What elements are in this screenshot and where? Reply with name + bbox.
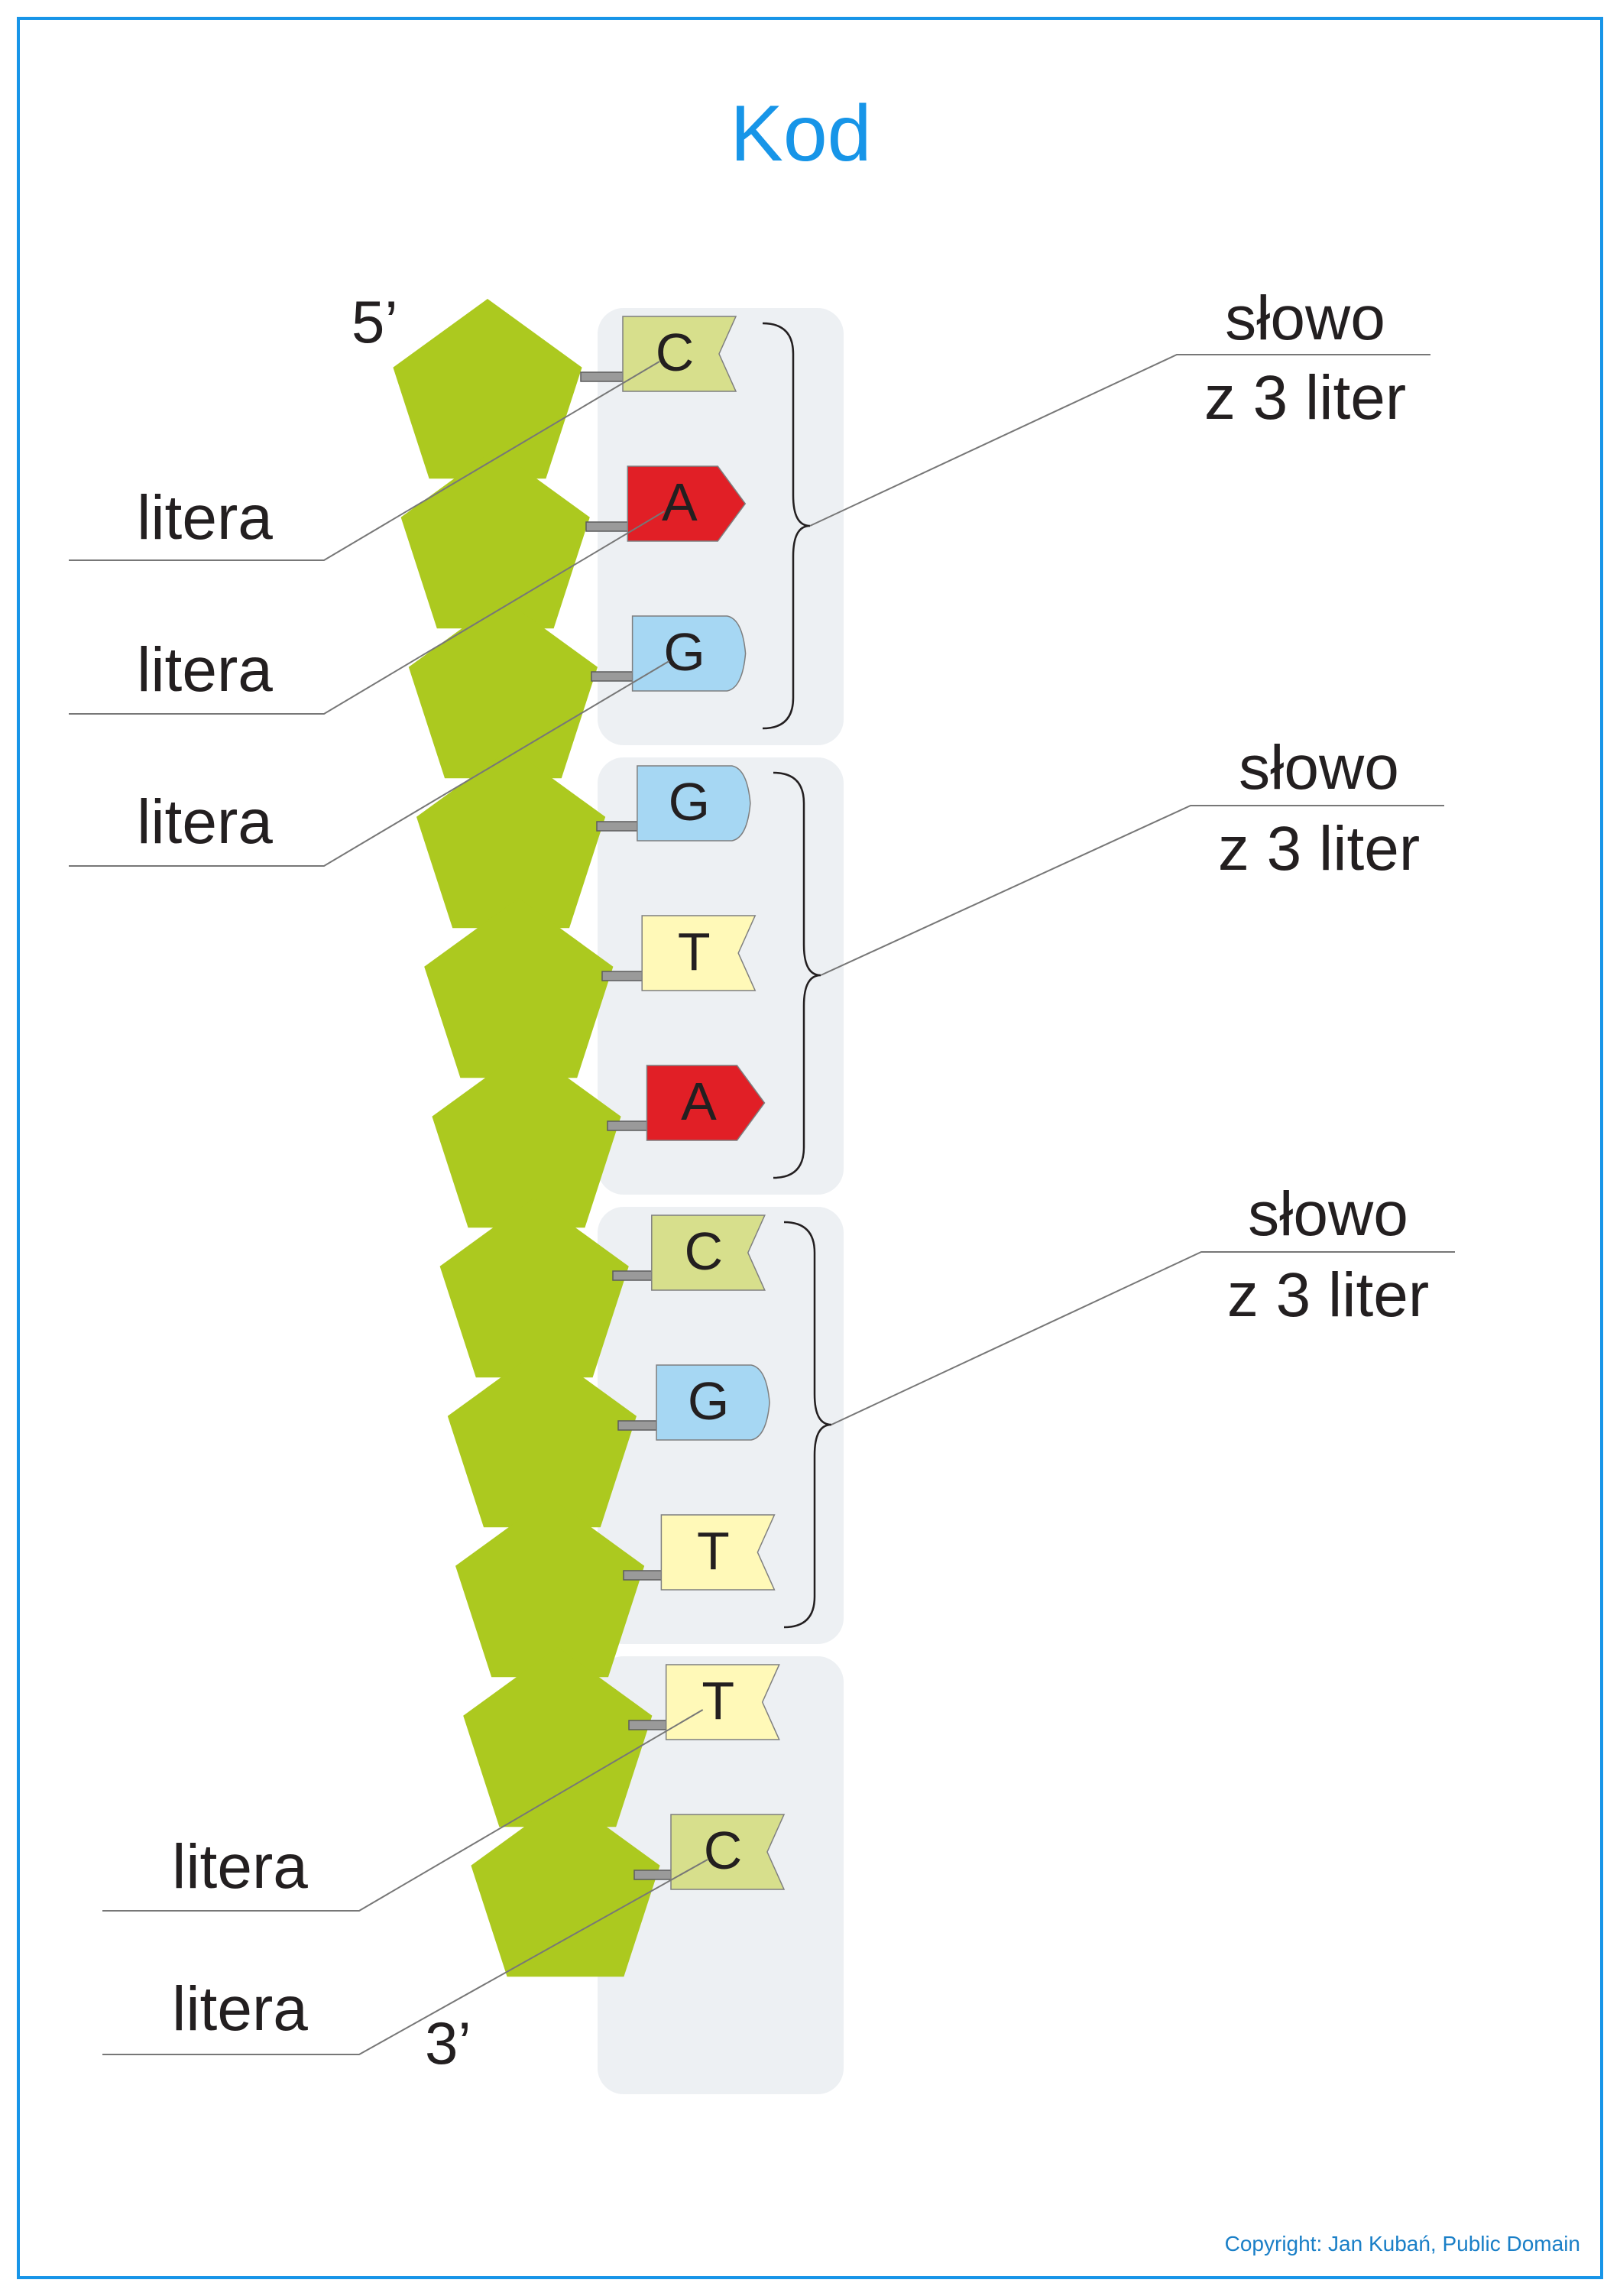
word-label-line1: słowo [1239,733,1399,803]
base-letter: T [701,1671,734,1730]
nucleotide: T [455,1497,776,1678]
base-c-tag [622,316,737,392]
base-link [601,971,647,981]
base-letter: T [697,1521,730,1581]
word-leader-line [809,354,1430,527]
base-link [585,521,633,532]
sugar-pentagon [424,898,614,1078]
base-c-tag [651,1214,766,1291]
labels: słowo z 3 liter słowo z 3 liter słowo z 3 lit… [137,284,1429,2044]
base-letter: G [669,772,710,832]
nucleotide: G [447,1347,770,1528]
page-title: Kod [730,89,871,178]
sugar-pentagon [455,1497,645,1678]
base-link [628,1720,672,1730]
base-t-tag [660,1514,776,1591]
letter-leader-line [69,511,665,715]
word-leader-line [831,1251,1455,1425]
base-link [591,671,638,682]
letter-leader-line [102,1859,708,2055]
nucleotide: T [463,1647,780,1827]
base-letter: T [678,922,711,981]
three-prime-end-label: 3’ [425,2009,471,2077]
nucleotide: C [393,299,737,479]
sugar-pentagon [416,748,606,929]
nucleotide: T [424,898,757,1078]
base-letter: G [663,622,705,682]
letter-label: litera [172,1832,308,1902]
word-label-line2: z 3 liter [1218,814,1420,884]
base-g-tag [656,1364,770,1441]
copyright-notice: Copyright: Jan Kubań, Public Domain [1225,2232,1580,2255]
letter-leader-line [69,361,660,561]
nucleotide: A [432,1048,766,1228]
nucleotide: C [439,1198,766,1378]
base-a-tag [646,1065,766,1141]
base-link [612,1270,657,1281]
base-link [607,1120,653,1131]
base-letter: G [688,1371,729,1431]
sugar-pentagon [447,1347,637,1528]
base-link [633,1870,676,1880]
nucleotide: G [408,598,747,779]
base-g-tag [637,765,751,842]
base-t-tag [665,1664,780,1740]
sugar-pentagon [471,1797,660,1977]
letter-label: litera [137,635,273,705]
base-c-tag [670,1814,786,1890]
five-prime-end-label: 5’ [352,288,398,355]
word-leader-line [820,805,1444,976]
sugar-pentagon [463,1647,653,1827]
base-t-tag [641,915,757,991]
letter-leader-line [102,1709,704,1912]
base-letter: A [662,472,698,532]
base-a-tag [627,465,747,542]
nucleotide: C [471,1797,786,1977]
sugar-pentagon [432,1048,621,1228]
word-label-line2: z 3 liter [1227,1260,1429,1330]
letter-label: litera [137,787,273,857]
letter-leader-line [69,660,670,867]
sugar-pentagon [393,299,582,479]
nucleotide: G [416,748,751,929]
base-link [596,821,643,832]
word-label-line2: z 3 liter [1204,363,1406,433]
letter-label: litera [172,1974,308,2044]
base-link [617,1420,662,1431]
label-leaders [69,354,1455,2055]
base-letter: C [704,1821,743,1880]
sugar-pentagon [439,1198,629,1378]
base-g-tag [631,615,747,692]
sugar-pentagon [408,598,598,779]
letter-label: litera [137,483,273,553]
base-link [580,371,628,382]
word-label-line1: słowo [1248,1179,1408,1249]
word-label-line1: słowo [1225,284,1385,353]
base-letter: C [685,1221,724,1281]
base-letter: A [681,1072,717,1131]
base-letter: C [656,323,695,382]
base-link [623,1570,667,1581]
